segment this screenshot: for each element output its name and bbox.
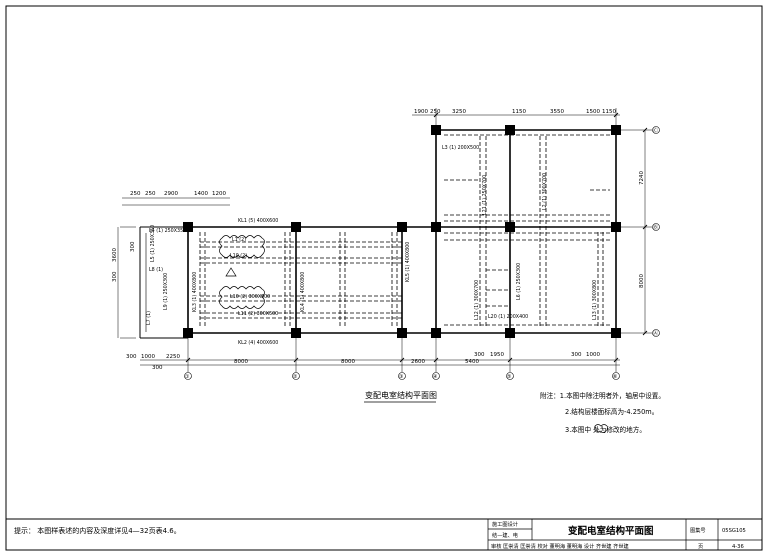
svg-text:1150: 1150	[512, 109, 526, 115]
svg-text:3600: 3600	[112, 248, 118, 262]
notes: 附注：1.本图中除注明者外，轴居中设置。 2.结构层楼面标高为-4.250m。 …	[540, 391, 665, 434]
svg-text:2900: 2900	[164, 191, 178, 197]
svg-text:L9 (1) 250X300: L9 (1) 250X300	[163, 273, 169, 310]
svg-text:1500: 1500	[586, 109, 600, 115]
svg-text:L10 (2) 300X500: L10 (2) 300X500	[230, 294, 270, 300]
svg-text:8000: 8000	[639, 274, 645, 288]
svg-text:8000: 8000	[341, 359, 355, 365]
svg-text:2600: 2600	[411, 359, 425, 365]
svg-text:250: 250	[130, 191, 141, 197]
svg-text:3.本图中 处为修改的地方。: 3.本图中 处为修改的地方。	[565, 425, 646, 434]
svg-text:L8 (1): L8 (1)	[149, 267, 163, 273]
svg-text:1200: 1200	[212, 191, 226, 197]
svg-text:⑤: ⑤	[507, 374, 511, 380]
revision-cloud-icon	[594, 424, 609, 433]
footer-tip: 提示： 本图样表述的内容及深度详见4—32页表4.6。	[14, 526, 181, 535]
svg-text:1000: 1000	[586, 352, 600, 358]
svg-text:KL3 (1) 400X800: KL3 (1) 400X800	[192, 272, 198, 312]
revision-triangle	[225, 267, 237, 277]
svg-text:②: ②	[293, 374, 298, 380]
review-row: 审核 匡崇清 匡崇清 校对 董明海 董明海 设计 齐世建 齐世建	[491, 542, 629, 550]
atlas-label: 图集号	[690, 526, 706, 534]
svg-text:250: 250	[145, 191, 156, 197]
svg-text:5400: 5400	[465, 359, 479, 365]
svg-text:L12 (1) 300X700: L12 (1) 300X700	[474, 280, 480, 320]
svg-text:Ⓑ: Ⓑ	[653, 224, 658, 231]
svg-text:L21 (1) 250X700: L21 (1) 250X700	[482, 175, 488, 215]
svg-text:1950: 1950	[490, 352, 504, 358]
svg-text:300: 300	[112, 271, 118, 282]
svg-text:L6 (1) 250X300: L6 (1) 250X300	[516, 263, 522, 300]
atlas-value: 05SG105	[722, 528, 746, 534]
svg-text:KL1 (5) 400X600: KL1 (5) 400X600	[238, 218, 278, 224]
svg-text:L10 (2): L10 (2)	[230, 253, 247, 259]
svg-text:KL4 (1) 400X800: KL4 (1) 400X800	[300, 272, 306, 312]
page-label: 页	[698, 543, 703, 550]
outer-frame	[5, 5, 763, 551]
revision-cloud	[219, 235, 265, 258]
sheet-title: 变配电室结构平面图	[568, 525, 654, 537]
svg-text:附注：1.本图中除注明者外，轴居中设置。: 附注：1.本图中除注明者外，轴居中设置。	[540, 391, 665, 400]
svg-text:300: 300	[126, 354, 137, 360]
dimension-text: 250 250 2900 1400 1200 1900 250 3250 115…	[112, 109, 645, 371]
svg-text:300: 300	[474, 352, 485, 358]
svg-text:3250: 3250	[452, 109, 466, 115]
svg-text:1000: 1000	[141, 354, 155, 360]
svg-text:300: 300	[571, 352, 582, 358]
svg-text:L13 (1) 300X800: L13 (1) 300X800	[592, 280, 598, 320]
title-block	[487, 519, 762, 550]
svg-text:Ⓐ: Ⓐ	[653, 330, 658, 337]
svg-text:7240: 7240	[639, 171, 645, 185]
svg-text:L4 (1) 250X350: L4 (1) 250X350	[149, 228, 186, 234]
grid-lines	[117, 108, 652, 372]
svg-text:250: 250	[430, 109, 441, 115]
drawing-title: 变配电室结构平面图	[365, 390, 437, 400]
svg-text:2250: 2250	[166, 354, 180, 360]
page-value: 4-36	[732, 544, 744, 550]
svg-text:3550: 3550	[550, 109, 564, 115]
svg-text:300: 300	[152, 365, 163, 371]
svg-text:1150: 1150	[602, 109, 616, 115]
svg-text:L3 (1) 200X500: L3 (1) 200X500	[442, 145, 479, 151]
svg-text:④: ④	[433, 374, 438, 380]
svg-text:L11 (2) 300X500: L11 (2) 300X500	[238, 311, 278, 317]
svg-text:L20 (1) 200X400: L20 (1) 200X400	[488, 314, 528, 320]
revision-cloud	[219, 286, 265, 309]
svg-text:③: ③	[399, 374, 403, 380]
structural-plan	[117, 108, 652, 372]
svg-text:⑥: ⑥	[613, 374, 618, 380]
svg-text:L2 (1) 300X700: L2 (1) 300X700	[542, 173, 548, 210]
svg-text:1900: 1900	[414, 109, 428, 115]
grid-mark-labels: ① ② ③ ④ ⑤ ⑥ Ⓐ Ⓑ Ⓒ	[185, 127, 658, 380]
svg-text:①: ①	[185, 374, 190, 380]
svg-text:L5 (1) 250X350: L5 (1) 250X350	[150, 225, 156, 262]
section-label: 施工图设计	[492, 520, 518, 528]
svg-text:L1 (2): L1 (2)	[232, 237, 246, 243]
svg-text:KL5 (1) 400X800: KL5 (1) 400X800	[405, 242, 411, 282]
columns	[183, 125, 621, 338]
svg-text:300: 300	[130, 241, 136, 252]
svg-text:1400: 1400	[194, 191, 208, 197]
beam-labels: KL1 (5) 400X600 KL2 (4) 400X600 L1 (2) L…	[146, 145, 598, 346]
svg-text:L7 (1): L7 (1)	[146, 311, 152, 325]
svg-text:Ⓒ: Ⓒ	[653, 127, 658, 134]
sub-label: 结—建、电	[492, 531, 518, 539]
dimension-ticks	[185, 112, 648, 363]
svg-text:2.结构层楼面标高为-4.250m。: 2.结构层楼面标高为-4.250m。	[565, 407, 658, 416]
axis-bubbles	[184, 126, 660, 380]
svg-text:8000: 8000	[234, 359, 248, 365]
secondary-beams	[199, 134, 610, 328]
svg-text:KL2 (4) 400X600: KL2 (4) 400X600	[238, 340, 278, 346]
